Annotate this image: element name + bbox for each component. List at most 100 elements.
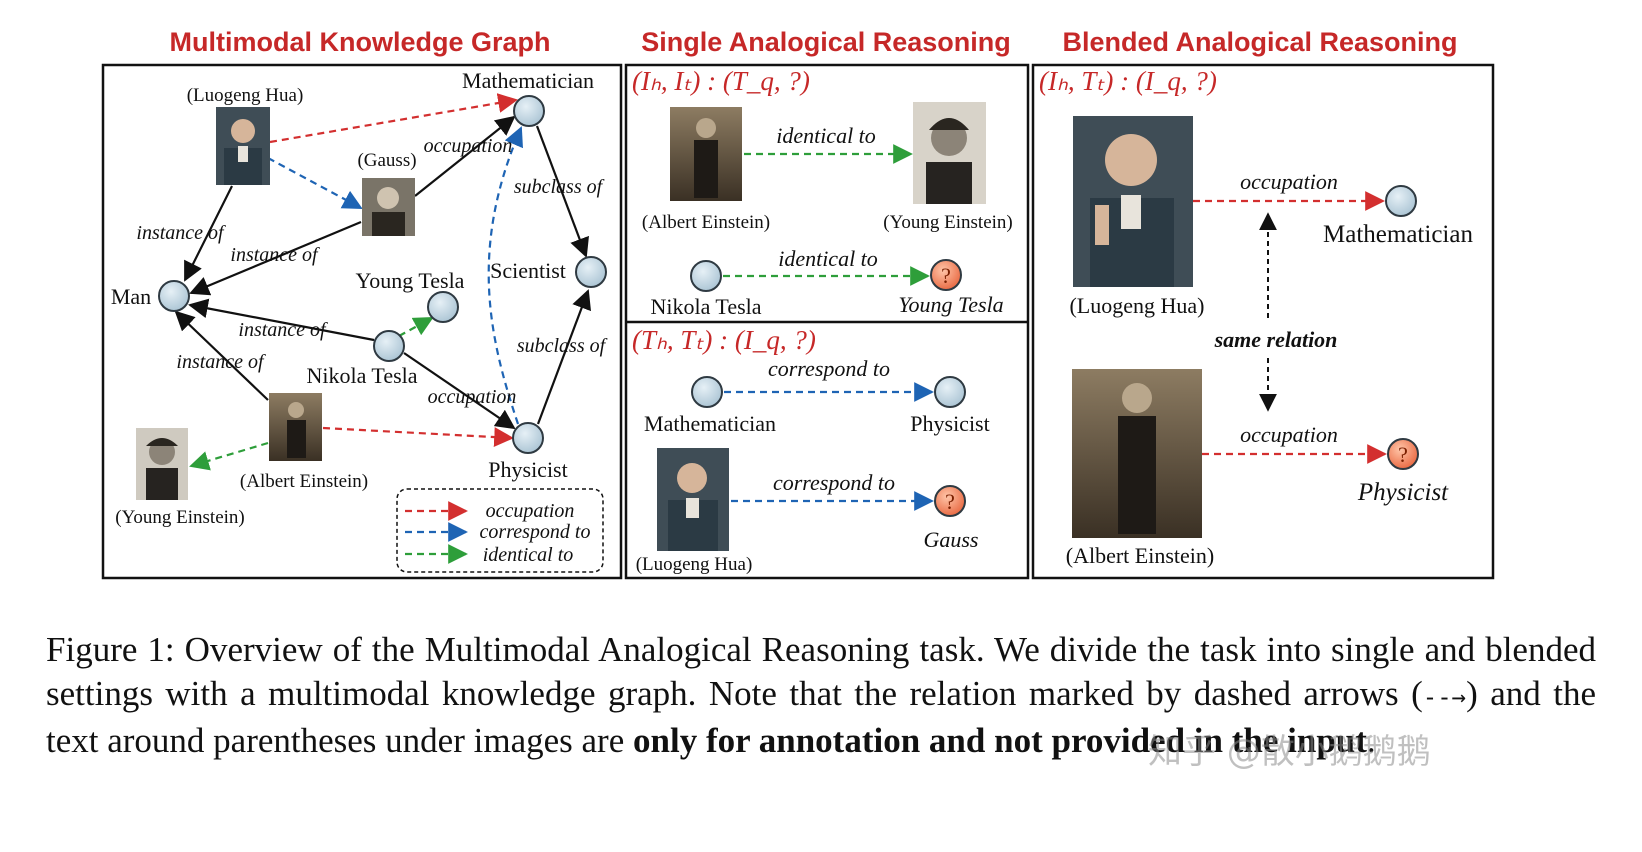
edge-label-subclass-top: subclass of: [514, 176, 605, 198]
photo-young-einstein-kg: [136, 428, 188, 500]
edge-einstein-youngeinstein: [189, 441, 269, 471]
edge-label-instance-4: instance of: [176, 351, 266, 373]
single-formula-top: (Iₕ, Iₜ) : (T_q, ?): [632, 66, 810, 96]
legend-identical: identical to: [483, 544, 574, 566]
edge-mathematician-scientist: [535, 125, 589, 258]
single-bottom-math-label: Mathematician: [644, 411, 776, 436]
blended-relation-top: occupation: [1240, 169, 1338, 194]
single-top-node-tesla: [690, 260, 722, 292]
photo-einstein-kg: [269, 393, 322, 461]
label-physicist-kg: Physicist: [488, 457, 567, 482]
panel-title-blended: Blended Analogical Reasoning: [1062, 27, 1457, 57]
single-bottom-relation-1: correspond to: [768, 356, 890, 381]
panel-title-single: Single Analogical Reasoning: [641, 27, 1011, 57]
photo-einstein-blended: [1072, 369, 1202, 538]
kg-panel-frame: [101, 63, 623, 580]
edge-luogeng-gauss: [267, 157, 363, 209]
blended-label-luogeng: (Luogeng Hua): [1069, 293, 1204, 318]
single-bottom-node-phys: [934, 376, 966, 408]
edge-label-subclass-bottom: subclass of: [517, 335, 608, 357]
blended-relation-bottom: occupation: [1240, 422, 1338, 447]
edge-physicist-mathematician: [487, 126, 523, 425]
edge-label-instance-2: instance of: [230, 244, 320, 266]
edge-label-occupation-mid: occupation: [428, 386, 517, 408]
edge-physicist-scientist: [536, 289, 591, 425]
single-formula-bottom: (Tₕ, Tₜ) : (I_q, ?): [632, 325, 816, 355]
single-bottom-answer: Gauss: [923, 527, 978, 552]
single-top-answer: Young Tesla: [898, 292, 1003, 317]
photo-gauss-kg: [362, 178, 415, 236]
edge-einstein-man: [174, 310, 269, 401]
node-physicist: [512, 422, 544, 454]
legend-correspond: correspond to: [480, 521, 591, 543]
kg-images: [136, 107, 415, 500]
photo-luogeng-kg: [216, 107, 270, 185]
node-mathematician: [513, 95, 545, 127]
edge-luogeng-man: [184, 185, 233, 282]
same-relation-label: same relation: [1214, 327, 1338, 352]
photo-einstein-single: [670, 107, 742, 201]
single-top-relation-1: identical to: [776, 123, 876, 148]
node-man: [158, 280, 190, 312]
blended-qmark: ?: [1398, 442, 1408, 467]
edge-tesla-physicist: [403, 352, 516, 430]
blended-query-node: [1387, 438, 1419, 470]
label-gauss-kg: (Gauss): [357, 150, 416, 171]
single-top-label-einstein: (Albert Einstein): [642, 212, 770, 233]
edge-gauss-mathematician: [414, 115, 516, 197]
caption-text-3: .: [1366, 721, 1376, 760]
single-bottom-node-math: [691, 376, 723, 408]
blended-label-einstein: (Albert Einstein): [1066, 543, 1214, 568]
single-bottom-label-luogeng: (Luogeng Hua): [636, 554, 753, 575]
photo-luogeng-blended: [1073, 116, 1193, 287]
edge-gauss-man: [189, 220, 362, 296]
single-top-query-node: [930, 259, 962, 291]
legend-frame: [396, 488, 604, 573]
label-scientist-kg: Scientist: [490, 258, 566, 283]
node-nikola-tesla: [373, 330, 405, 362]
blended-panel-frame: [1031, 63, 1495, 580]
label-einstein-kg: (Albert Einstein): [240, 471, 368, 492]
label-nikola-tesla-kg: Nikola Tesla: [306, 363, 417, 388]
figure-diagram: Multimodal Knowledge Graph Single Analog…: [101, 27, 1495, 580]
caption-text-2: ) and the text around parentheses under …: [46, 674, 1596, 760]
blended-formula: (Iₕ, Tₜ) : (I_q, ?): [1039, 66, 1217, 96]
edge-einstein-physicist: [322, 426, 514, 447]
caption-bold: only for annotation and not provided in …: [633, 721, 1367, 760]
photo-young-einstein-single: [913, 102, 986, 204]
single-bottom-relation-2: correspond to: [773, 470, 895, 495]
blended-node-math: [1385, 185, 1417, 217]
node-young-tesla: [427, 291, 459, 323]
kg-nodes: [158, 95, 607, 454]
photo-luogeng-single: [657, 448, 729, 551]
edge-label-instance-3: instance of: [238, 319, 328, 341]
caption-text-1: Figure 1: Overview of the Multimodal Ana…: [46, 630, 1596, 713]
watermark: 知乎 @散小鹅鹅鹅: [1148, 732, 1431, 772]
single-top-relation-2: identical to: [778, 246, 878, 271]
label-man-kg: Man: [111, 284, 151, 309]
edge-label-instance-1: instance of: [136, 222, 226, 244]
figure-caption: Figure 1: Overview of the Multimodal Ana…: [46, 628, 1596, 763]
label-mathematician-kg: Mathematician: [462, 68, 594, 93]
label-luogeng-kg: (Luogeng Hua): [187, 85, 304, 106]
edge-tesla-youngtesla: [398, 317, 434, 337]
blended-answer: Physicist: [1357, 479, 1449, 506]
node-scientist: [575, 256, 607, 288]
kg-legend: occupation correspond to identical to: [396, 488, 604, 573]
single-top-node-tesla-label: Nikola Tesla: [650, 294, 761, 319]
caption-arrow-symbol: --→: [1422, 683, 1467, 711]
edge-luogeng-mathematician: [269, 93, 518, 144]
kg-edges: [174, 93, 591, 471]
legend-occupation: occupation: [486, 500, 575, 522]
single-top-qmark: ?: [941, 263, 951, 288]
edge-tesla-man: [188, 298, 375, 342]
single-bottom-phys-label: Physicist: [910, 411, 989, 436]
single-bottom-qmark: ?: [945, 489, 955, 514]
label-young-einstein-kg: (Young Einstein): [115, 507, 245, 528]
label-young-tesla-kg: Young Tesla: [356, 268, 465, 293]
edge-label-occupation-top: occupation: [424, 135, 513, 157]
single-bottom-query-node: [934, 485, 966, 517]
panel-title-kg: Multimodal Knowledge Graph: [169, 27, 550, 57]
blended-math-label: Mathematician: [1323, 221, 1473, 248]
single-top-label-young-einstein: (Young Einstein): [883, 212, 1013, 233]
